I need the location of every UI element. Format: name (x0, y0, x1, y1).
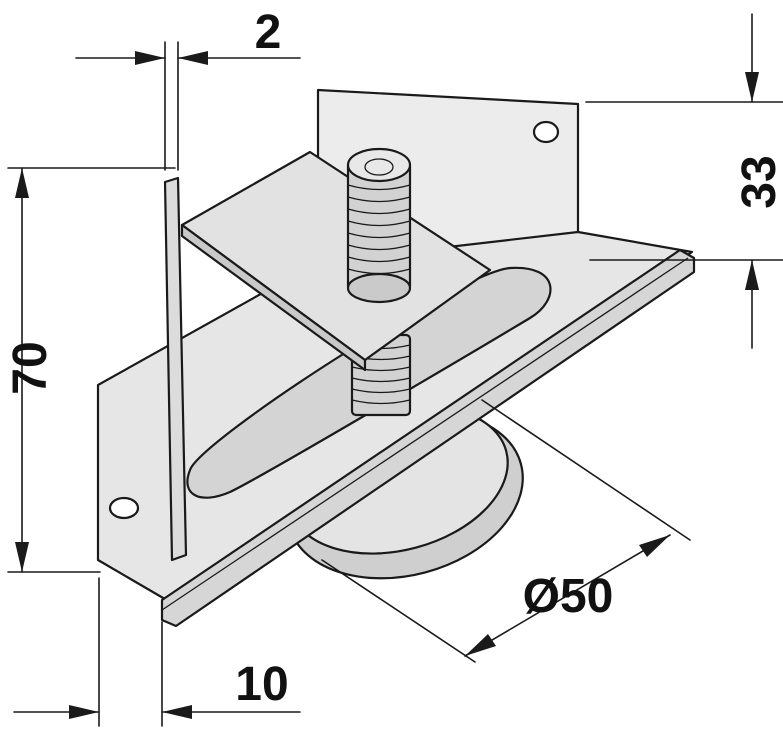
vertical-fin (163, 176, 188, 562)
arrowhead (15, 542, 29, 572)
dimension-left-height: 70 (4, 167, 176, 573)
arrowhead (135, 51, 165, 65)
back-plate-hole (532, 120, 560, 144)
clamp-plate (180, 150, 492, 372)
threaded-bolt-upper (346, 147, 412, 304)
dimension-label-right: 33 (733, 155, 783, 208)
dimension-label-bottom: 10 (235, 658, 288, 711)
arrowhead (745, 260, 759, 290)
arrowhead (15, 168, 29, 198)
dimension-label-diameter: Ø50 (523, 570, 614, 623)
base-plate-hole (108, 496, 140, 520)
dimension-label-left: 70 (4, 341, 57, 394)
arrowhead (178, 51, 208, 65)
dimension-bottom-width: 10 (13, 577, 301, 727)
dimension-top-width: 2 (75, 6, 301, 171)
arrowhead (162, 705, 192, 719)
dimension-right-height: 33 (585, 13, 783, 349)
arrowhead (69, 705, 99, 719)
dimension-diameter: Ø50 (321, 399, 691, 663)
dimension-label-top: 2 (255, 6, 282, 59)
arrowhead (745, 72, 759, 102)
arrowhead (639, 535, 670, 557)
front-rail (160, 248, 696, 628)
arrowhead (465, 634, 496, 656)
